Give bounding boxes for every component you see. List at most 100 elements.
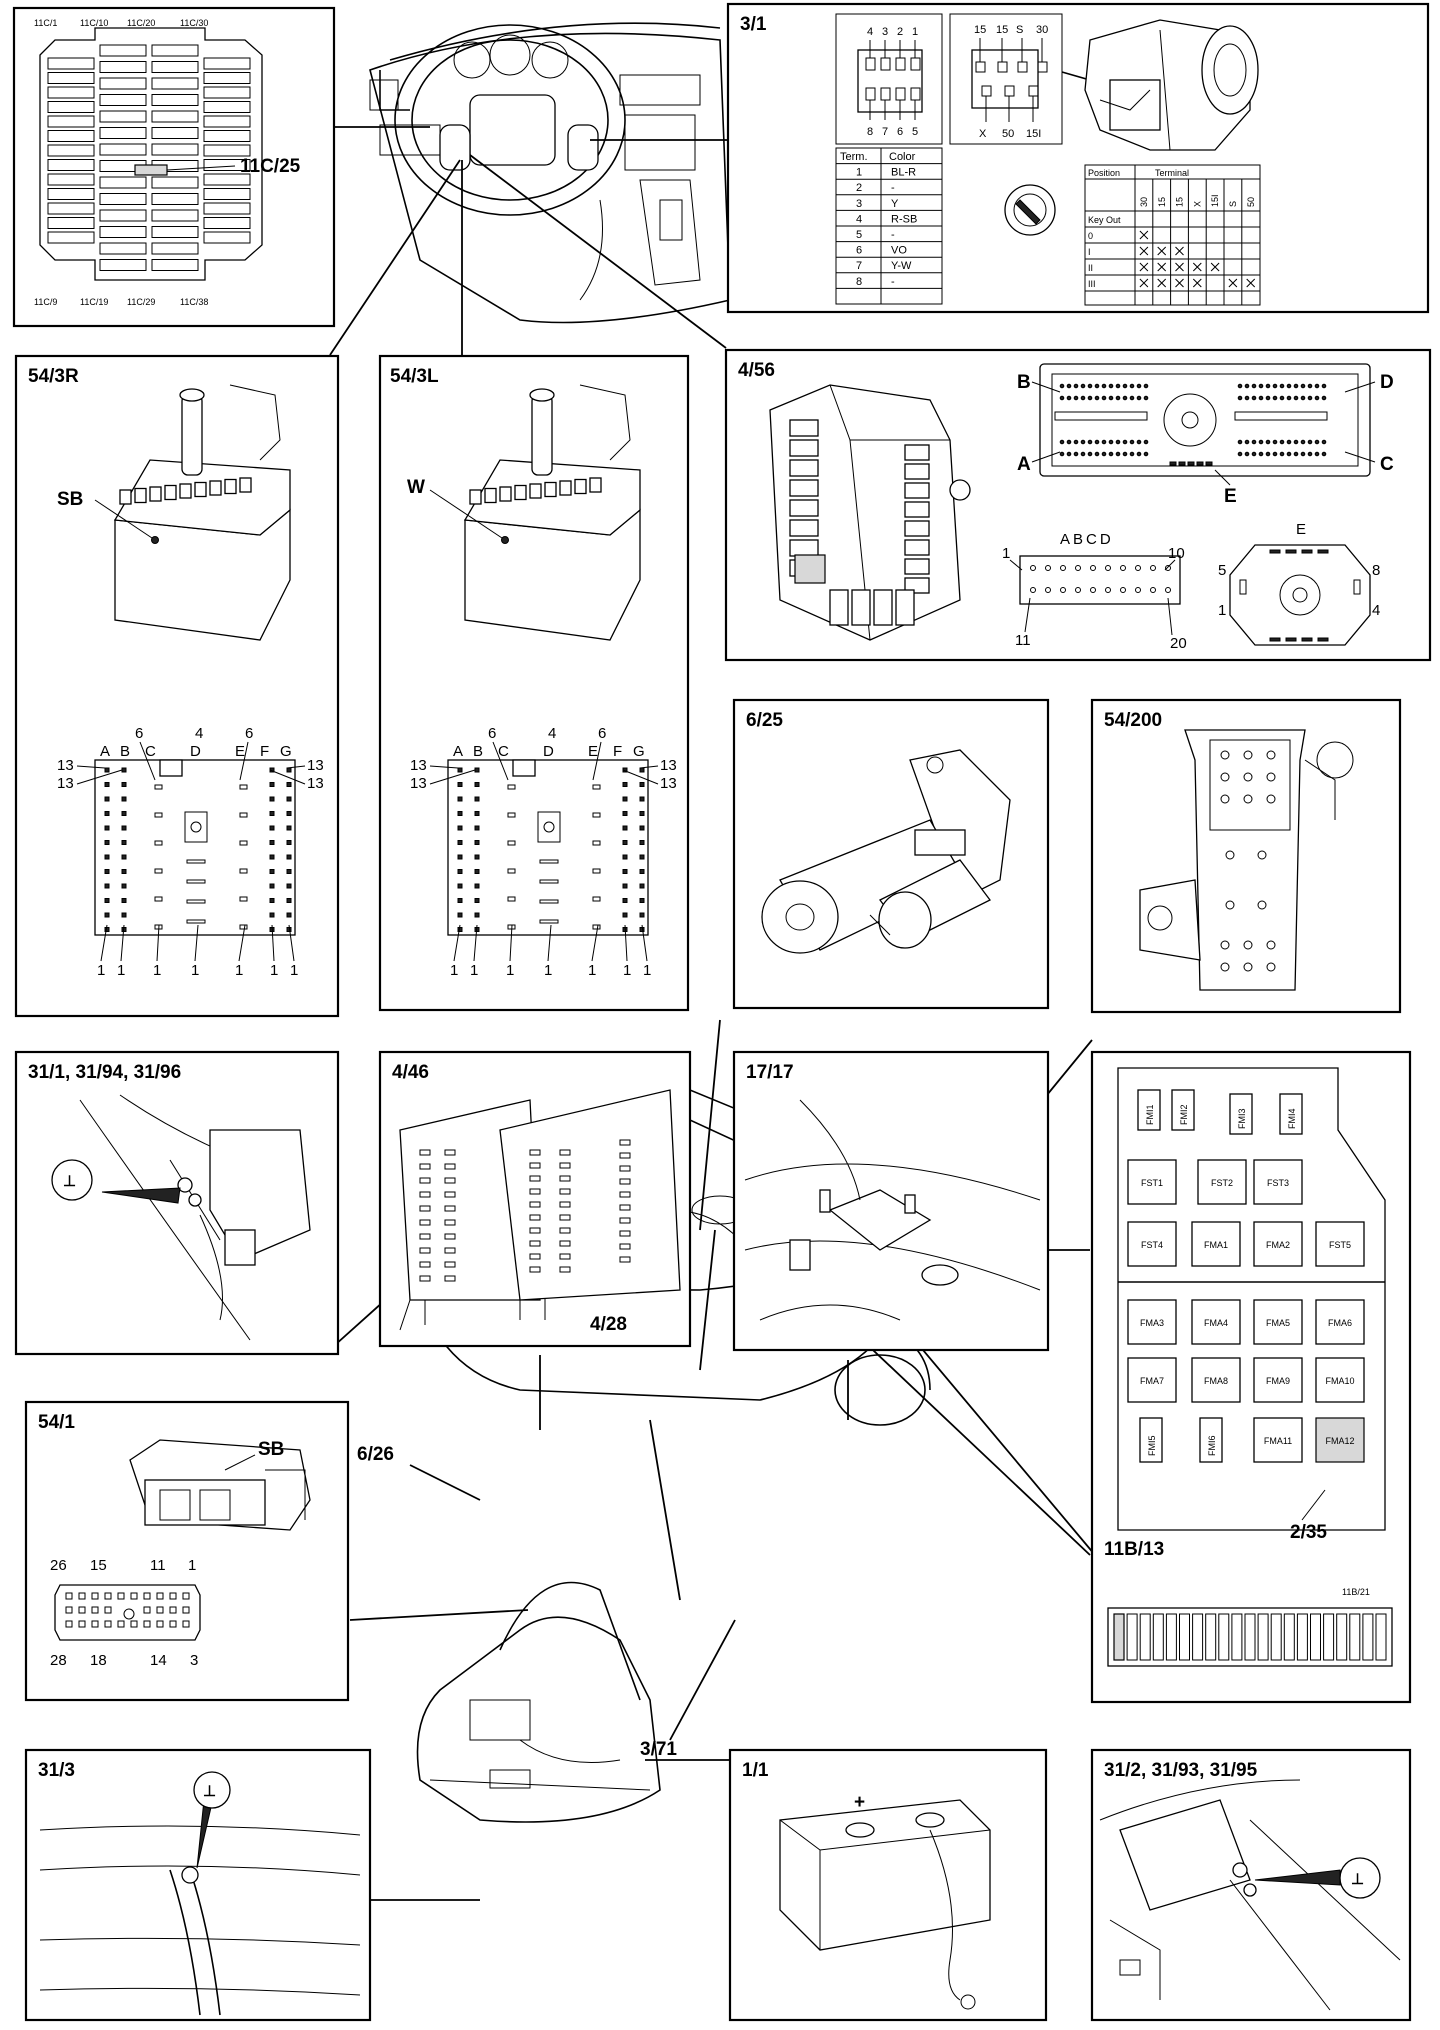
pinout-num-1: 1 [623,962,631,979]
connector-pin [1258,383,1264,389]
fuse-label: FMA7 [1140,1376,1164,1386]
connector-pin-54-1 [156,1592,164,1600]
small-connector-pin [1165,565,1171,571]
fuse-block [1191,1299,1241,1345]
connector-pin [1080,439,1086,445]
switch-connection-mark [1175,246,1184,256]
ecm-pin-slot [444,1247,456,1254]
switch-tooth [544,481,557,498]
connector-pin [1293,439,1299,445]
sw-col-label: 15I [1210,194,1220,207]
connector-pin [1122,395,1128,401]
pinout-num-1: 1 [544,962,552,979]
connector-pin [1066,383,1072,389]
pinout-pin [286,811,292,816]
connector-pin [1115,395,1121,401]
fuse-slot-11c [203,159,251,171]
fuse-strip-slot [1231,1613,1243,1661]
connector-pin [1307,395,1313,401]
module-relay-box [789,479,819,497]
connector-pin [1293,395,1299,401]
fuse-slot-11c [99,226,147,238]
pinout-pin [269,811,275,816]
ecm-pin-slot [444,1205,456,1212]
pinout-leader [238,924,246,962]
fuse-label: FST2 [1211,1178,1233,1188]
connector-pin [1244,451,1250,457]
pinout-notch [159,759,183,777]
plate-stud [1243,940,1253,950]
pinout-letter: B [120,743,130,760]
fuse-slot-11c [151,193,199,205]
pinout-letter: B [473,743,483,760]
connector-pin [1101,383,1107,389]
pinout-pin [286,912,292,918]
fuse-slot-11c [203,231,251,244]
pinout-pin [104,840,110,845]
connector-pin [1122,451,1128,457]
pinout-leader [239,741,249,781]
panel-label-3-1: 3/1 [740,14,767,35]
pin-label-4-4-56: 4 [1372,602,1380,619]
fuse-strip-slot [1257,1613,1269,1661]
sw-col-label: 30 [1139,197,1149,207]
pinout-pin [592,812,601,818]
pinout-leader [492,741,509,781]
module-relay-box [789,499,819,517]
connector-54-1-illustration [129,1439,311,1531]
pinout-pin [622,782,628,787]
fuse-block [1253,1159,1303,1205]
pin-label-3-1-bot-b: X [979,128,987,140]
pinout-pin [457,854,463,860]
ecm-pin-slot [619,1256,631,1263]
ground-point-illustration-31-1: ⊥ [51,1094,311,1341]
fuse-strip-slot [1283,1613,1295,1661]
pinout-pin [457,825,463,831]
pinout-leader [453,924,461,962]
switch-connection-mark [1139,230,1149,240]
pin-label-3-1-top-b: 15 [974,24,986,36]
pin-label-11c-1: 11C/1 [34,18,57,28]
pin-label-11-54-1: 11 [150,1557,166,1574]
module-fuse-dark [794,554,826,584]
pin-label-3-1-bot-a: 6 [897,126,903,138]
connector-pin-54-1 [143,1592,151,1600]
connector-pin-e [1169,461,1177,466]
table-cell-term: 7 [856,260,862,272]
fuse-slot-11c [47,231,95,244]
pinout-pin [639,898,645,903]
panel-1-1: 1/1 + [728,1748,1048,2022]
pinout-pin [121,869,127,874]
module-relay-box [789,539,819,557]
fuse-slot-11c [151,44,199,57]
fuse-slot-11c [151,127,199,139]
fuse-slot-11c [203,101,251,113]
ground-symbol-31-2: ⊥ [1351,1871,1364,1888]
pinout-pin [592,896,601,902]
e-connector-pin [1269,637,1281,642]
module-relay-box [904,558,930,575]
fuse-slot-11c [203,57,251,70]
small-connector-pin [1150,587,1156,593]
pinout-letter: F [260,743,269,760]
module-fuse [873,589,893,626]
table-cell-term: 4 [856,213,862,225]
connector-pin [1300,439,1306,445]
pinout-pin [507,868,516,874]
small-connector-pin [1120,565,1126,571]
table-cell-color: - [891,229,895,241]
pin-label-11c-19: 11C/19 [80,297,108,307]
fuse-slot-11c [47,202,95,215]
pinout-pin [104,883,110,889]
fuse-block [1199,1417,1223,1463]
pin-label-10-4-56: 10 [1168,545,1185,562]
fuse-block [1253,1299,1303,1345]
pinout-num-1: 1 [117,962,125,979]
pinout-pin [286,840,292,845]
pinout-letter: C [498,743,509,760]
ecm-pin-slot [559,1227,571,1234]
connector-pin [1279,451,1285,457]
plate-stud [1257,900,1267,910]
ecm-pin-slot [419,1177,431,1184]
pinout-pin [639,883,645,889]
